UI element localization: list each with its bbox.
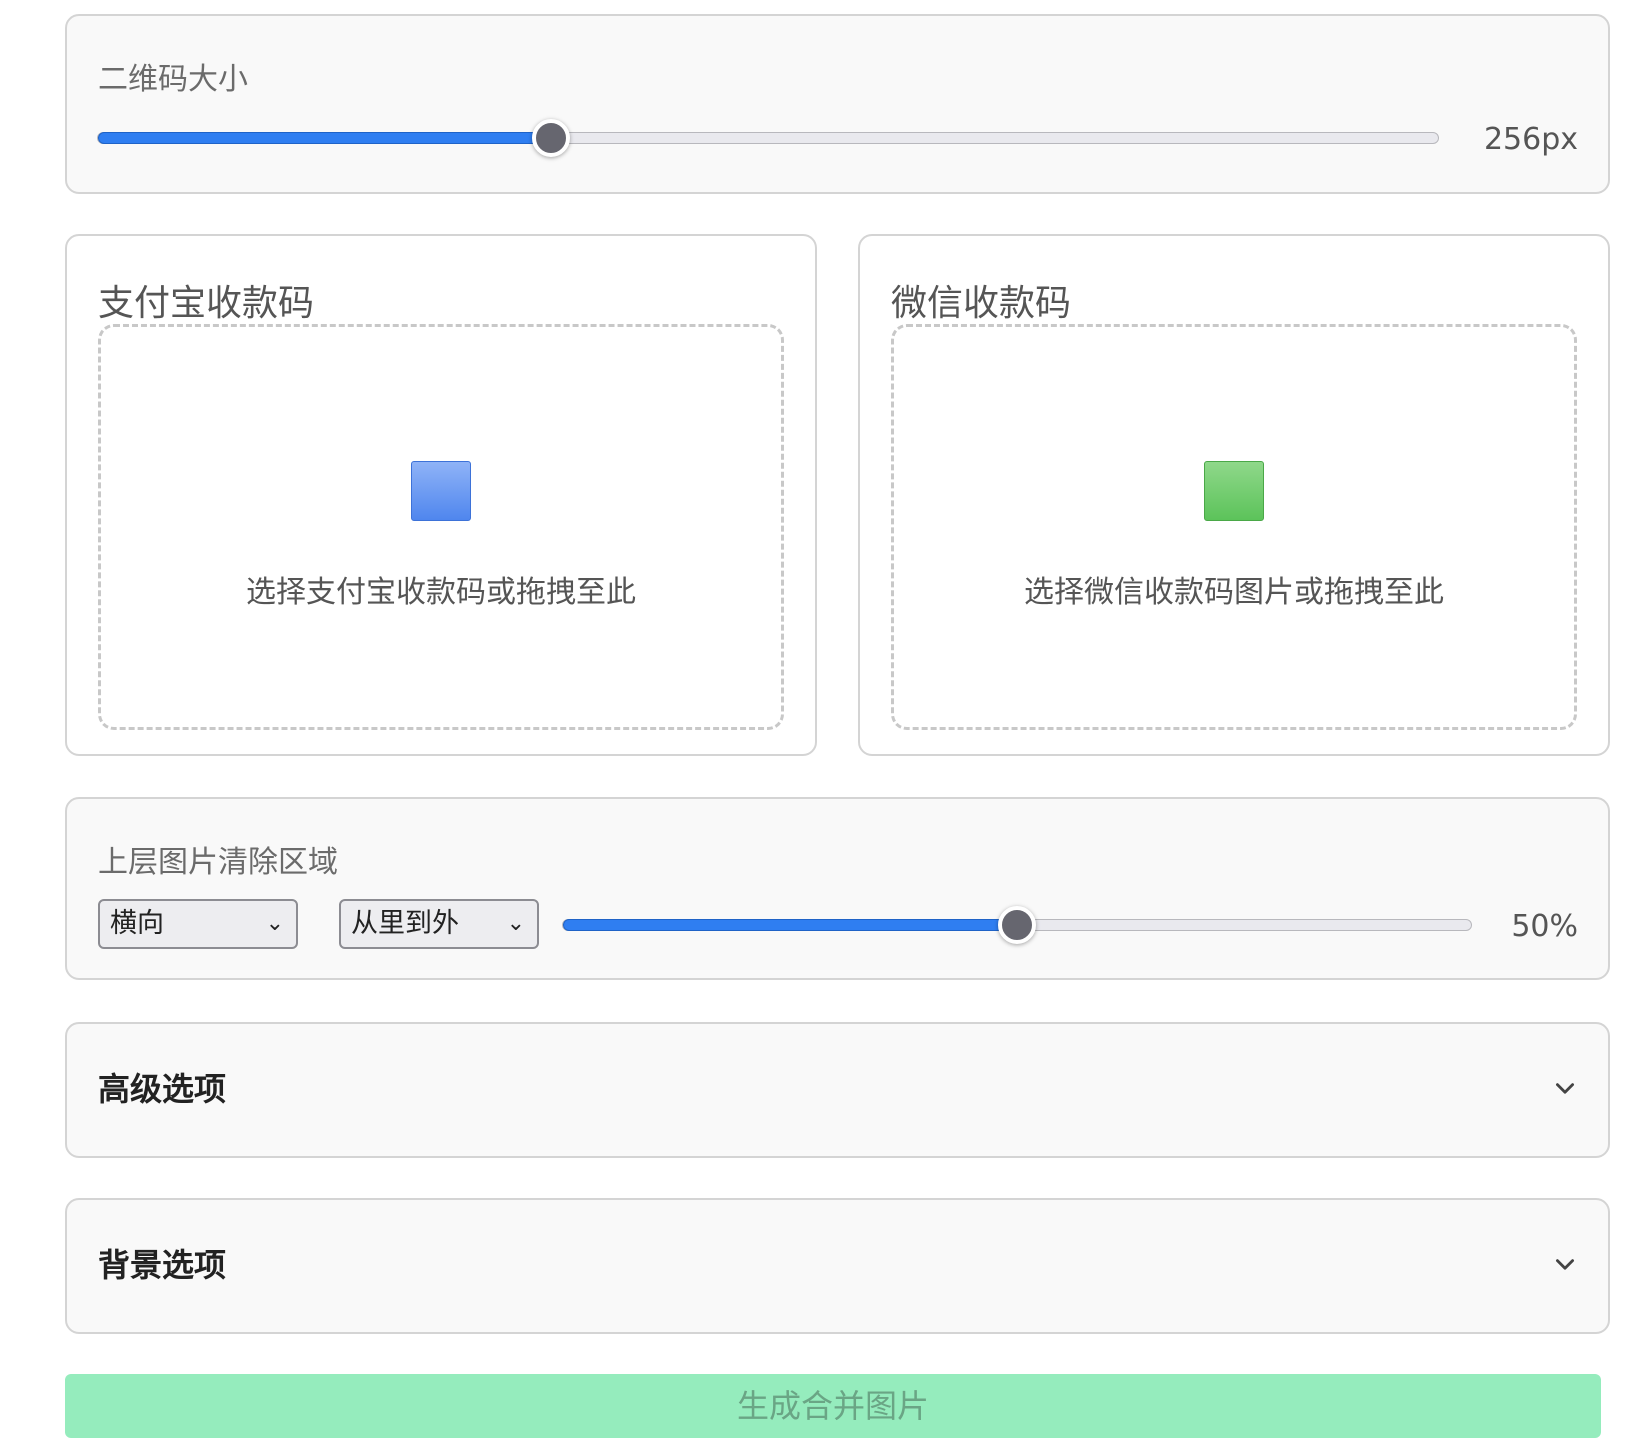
advanced-options-title: 高级选项	[98, 1070, 227, 1108]
wechat-drop-text: 选择微信收款码图片或拖拽至此	[1024, 575, 1444, 610]
wechat-title: 微信收款码	[891, 283, 1072, 324]
qr-size-slider[interactable]	[97, 119, 1439, 157]
clear-area-slider[interactable]	[562, 906, 1472, 944]
image-placeholder-icon	[411, 461, 471, 521]
background-options-title: 背景选项	[98, 1246, 227, 1284]
background-options-toggle[interactable]: 背景选项	[65, 1198, 1610, 1334]
qr-size-slider-thumb[interactable]	[531, 119, 570, 157]
chevron-down-icon: ⌄	[265, 911, 284, 936]
qr-size-panel: 二维码大小 256px	[65, 14, 1610, 194]
chevron-down-icon	[1556, 1259, 1574, 1270]
image-placeholder-icon	[1204, 461, 1264, 521]
chevron-down-icon	[1556, 1083, 1574, 1094]
order-select-value: 从里到外	[351, 908, 459, 939]
clear-area-slider-thumb[interactable]	[998, 906, 1036, 944]
clear-area-slider-fill	[563, 919, 1017, 931]
wechat-dropzone[interactable]: 选择微信收款码图片或拖拽至此	[891, 324, 1577, 730]
qr-size-value: 256px	[1483, 122, 1578, 157]
advanced-options-toggle[interactable]: 高级选项	[65, 1022, 1610, 1158]
clear-area-panel: 上层图片清除区域 横向 ⌄ 从里到外 ⌄ 50%	[65, 797, 1610, 980]
qr-size-title: 二维码大小	[98, 62, 248, 97]
direction-select[interactable]: 横向 ⌄	[98, 899, 298, 949]
chevron-down-icon: ⌄	[506, 911, 525, 936]
wechat-upload-panel: 微信收款码 选择微信收款码图片或拖拽至此	[858, 234, 1610, 756]
alipay-drop-text: 选择支付宝收款码或拖拽至此	[246, 575, 636, 610]
qr-size-slider-fill	[98, 132, 551, 144]
alipay-upload-panel: 支付宝收款码 选择支付宝收款码或拖拽至此	[65, 234, 817, 756]
order-select[interactable]: 从里到外 ⌄	[339, 899, 539, 949]
alipay-title: 支付宝收款码	[98, 283, 315, 324]
alipay-dropzone[interactable]: 选择支付宝收款码或拖拽至此	[98, 324, 784, 730]
direction-select-value: 横向	[110, 908, 164, 939]
generate-merged-image-button[interactable]: 生成合并图片	[65, 1374, 1601, 1438]
clear-area-value: 50%	[1511, 909, 1578, 944]
clear-area-title: 上层图片清除区域	[98, 845, 338, 880]
